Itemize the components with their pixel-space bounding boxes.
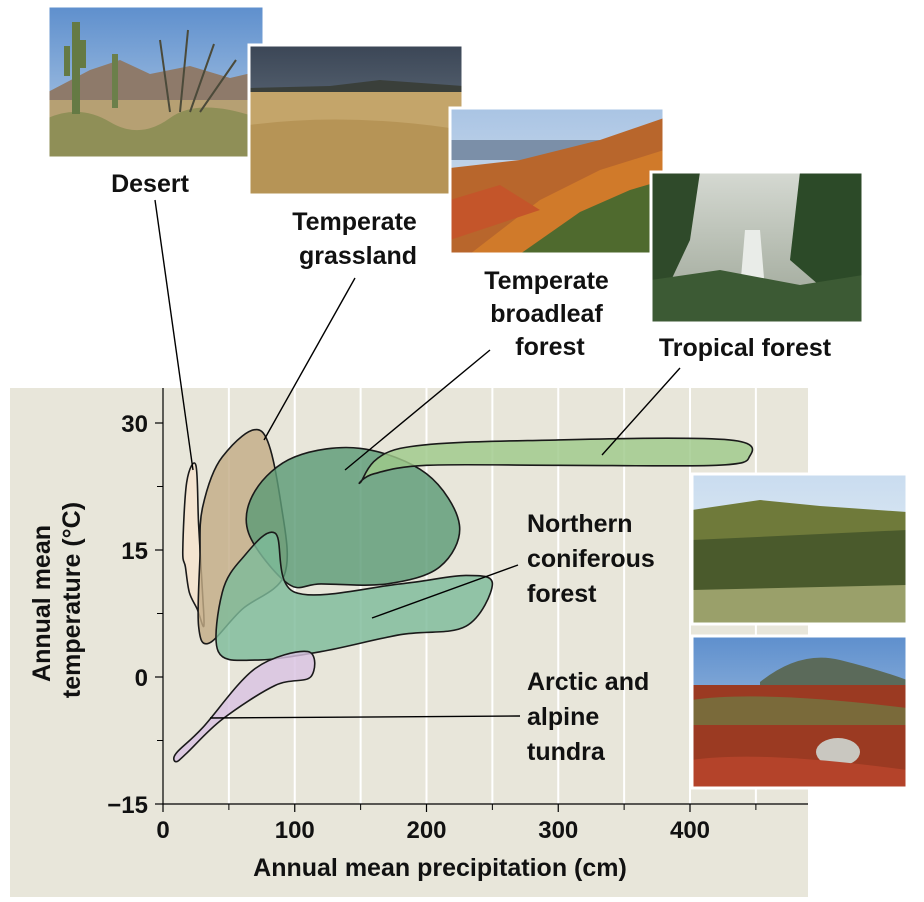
y-tick-label: 30	[121, 411, 148, 438]
y-tick-label: 0	[135, 665, 148, 692]
desert-photo	[46, 4, 266, 160]
x-tick-label: 0	[156, 817, 169, 844]
grassland-photo	[247, 43, 465, 197]
tropical-forest-label: Tropical forest	[659, 334, 832, 362]
arctic-alpine-tundra-label: Arctic and alpine tundra	[527, 668, 656, 766]
broadleaf-leader-line	[344, 349, 491, 471]
x-tick-label: 200	[406, 817, 446, 844]
tundra-photo	[690, 634, 909, 790]
coniferous-leader-line	[371, 564, 519, 619]
y-tick-label: 15	[121, 538, 148, 565]
northern-coniferous-forest-region	[215, 531, 494, 662]
temperate-grassland-label: Temperate grassland	[292, 208, 424, 270]
x-tick-label: 300	[538, 817, 578, 844]
biome-shapes	[172, 428, 754, 763]
coniferous-forest-photo	[690, 472, 909, 626]
tundra-leader-line	[209, 715, 521, 719]
x-axis-ticks: 0 100 200 300 400	[156, 804, 757, 844]
arctic-alpine-tundra-region	[172, 650, 316, 763]
tropical-forest-region	[358, 437, 754, 485]
x-tick-label: 400	[670, 817, 710, 844]
y-axis-title-line-1: Annual mean	[28, 525, 56, 682]
y-axis-ticks: 30 15 0 −15	[107, 411, 163, 819]
y-tick-label: −15	[107, 792, 148, 819]
desert-leader-line	[154, 199, 194, 471]
northern-coniferous-forest-label: Northern coniferous forest	[527, 510, 662, 608]
tropical-forest-photo	[649, 170, 865, 325]
x-tick-label: 100	[275, 817, 315, 844]
x-axis-title: Annual mean precipitation (cm)	[253, 854, 627, 882]
tropical-leader-line	[601, 367, 681, 456]
y-axis-title-line-2: temperature (°C)	[58, 502, 86, 698]
temperate-broadleaf-forest-label: Temperate broadleaf forest	[484, 267, 616, 361]
desert-label: Desert	[111, 170, 189, 198]
leader-lines	[154, 199, 681, 719]
y-axis-title: Annual mean temperature (°C)	[28, 502, 86, 698]
grassland-leader-line	[263, 277, 356, 441]
broadleaf-forest-photo	[448, 106, 666, 256]
